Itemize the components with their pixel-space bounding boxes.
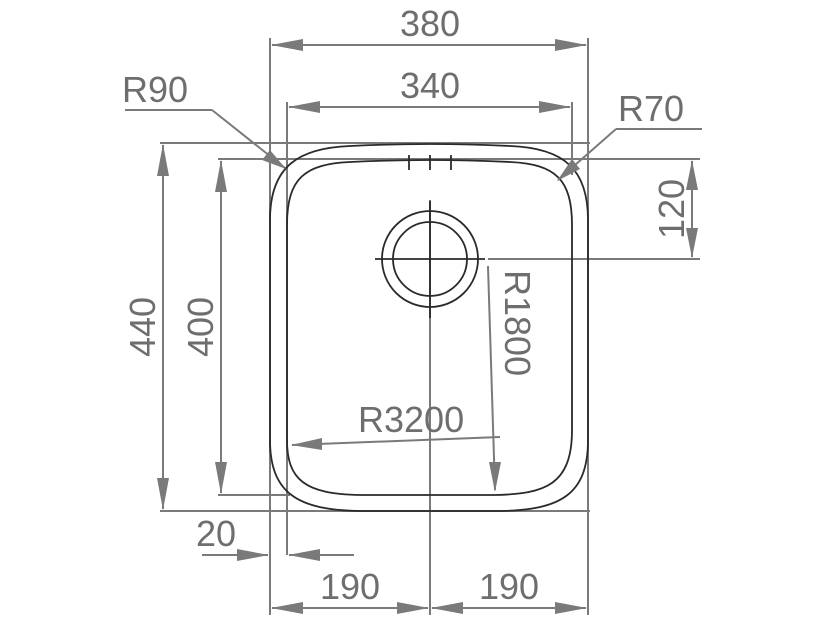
dim-radius-r3200: R3200 — [291, 399, 501, 450]
label-r3200: R3200 — [358, 399, 464, 440]
dim-overall-width: 380 — [271, 3, 587, 51]
dim-left-half-width: 190 — [271, 566, 429, 614]
label-right-half-width: 190 — [479, 566, 539, 607]
drain-hole — [375, 201, 485, 318]
dim-radius-r1800: R1800 — [487, 265, 538, 492]
overflow-ticks — [408, 155, 452, 170]
label-overall-depth: 440 — [122, 297, 163, 357]
dim-inner-depth: 400 — [180, 160, 227, 494]
dim-inner-width: 340 — [288, 65, 571, 113]
dim-radius-r70: R70 — [557, 88, 702, 181]
label-overall-width: 380 — [400, 3, 460, 44]
label-inner-depth: 400 — [180, 297, 221, 357]
dim-radius-r90: R90 — [122, 69, 286, 169]
dim-rim-offset: 20 — [196, 513, 354, 561]
label-r70: R70 — [618, 88, 684, 129]
label-inner-width: 340 — [400, 65, 460, 106]
dim-overall-depth: 440 — [122, 144, 169, 510]
dim-right-half-width: 190 — [431, 566, 587, 614]
inner-bowl — [286, 159, 573, 496]
dim-drain-offset: 120 — [651, 160, 698, 258]
label-r90: R90 — [122, 69, 188, 110]
sink-outline — [269, 143, 589, 512]
label-r1800: R1800 — [497, 270, 538, 376]
label-left-half-width: 190 — [320, 566, 380, 607]
label-drain-offset: 120 — [651, 179, 692, 239]
label-rim-offset: 20 — [196, 513, 236, 554]
outer-rim — [269, 143, 589, 512]
